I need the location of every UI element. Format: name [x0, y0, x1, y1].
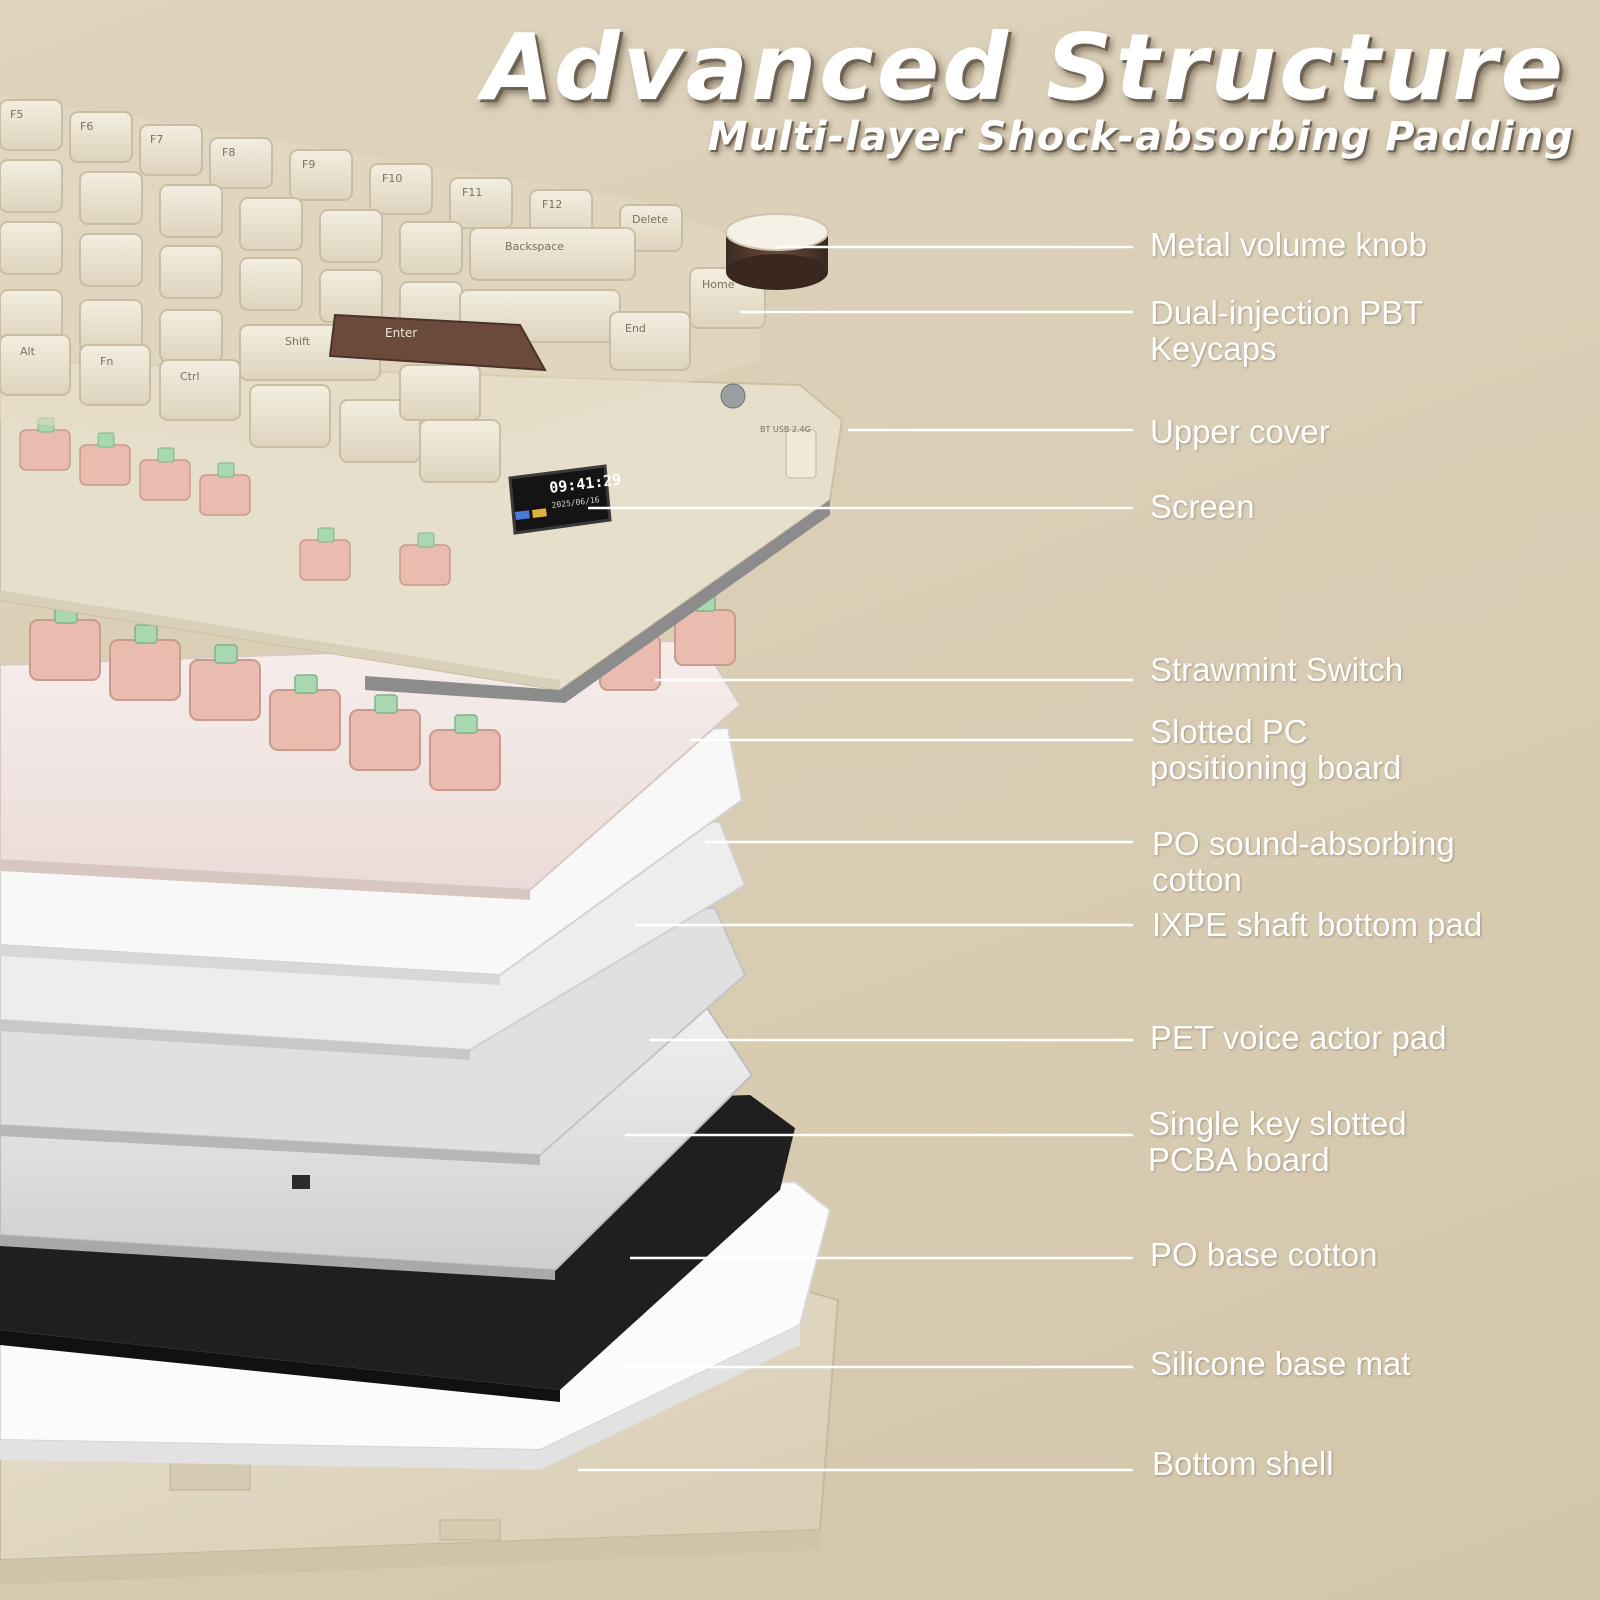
keycap-f8: F8 — [222, 146, 235, 159]
callout-silicone-mat: Silicone base mat — [1150, 1345, 1411, 1382]
keycap-backspace: Backspace — [505, 240, 564, 253]
keycap-f9: F9 — [302, 158, 315, 171]
keycap-shift: Shift — [285, 335, 311, 348]
keycap-f5: F5 — [10, 108, 23, 121]
leader-lines — [578, 245, 1133, 1472]
keycap-delete: Delete — [632, 213, 668, 226]
mode-switch-label: BT USB 2.4G — [760, 425, 811, 434]
keycap-home: Home — [702, 278, 735, 291]
keycap-enter: Enter — [385, 326, 417, 340]
keycap-f11: F11 — [462, 186, 482, 199]
callout-keycaps: Dual-injection PBT Keycaps — [1150, 294, 1424, 367]
callout-pc-board: Slotted PC positioning board — [1150, 713, 1402, 786]
callout-base-cotton: PO base cotton — [1150, 1236, 1378, 1273]
keycap-f7: F7 — [150, 133, 163, 146]
keycap-f12: F12 — [542, 198, 562, 211]
callout-ixpe-pad: IXPE shaft bottom pad — [1152, 906, 1483, 943]
callout-pcba: Single key slotted PCBA board — [1148, 1105, 1407, 1178]
keycap-alt: Alt — [20, 345, 36, 358]
callout-knob: Metal volume knob — [1150, 226, 1427, 263]
callout-pet-pad: PET voice actor pad — [1150, 1019, 1447, 1056]
keycap-end: End — [625, 322, 646, 335]
switch-layer — [29, 594, 736, 791]
volume-knob — [725, 213, 829, 290]
keycap-f6: F6 — [80, 120, 93, 133]
callout-bottom-shell: Bottom shell — [1152, 1445, 1334, 1482]
keycap-f10: F10 — [382, 172, 402, 185]
callout-switch: Strawmint Switch — [1150, 651, 1404, 688]
keycap-ctrl: Ctrl — [180, 370, 200, 383]
screen: 09:41:29 2025/06/16 — [508, 464, 622, 535]
callout-po-cotton: PO sound-absorbing cotton — [1152, 825, 1455, 898]
callout-upper-cover: Upper cover — [1150, 413, 1330, 450]
keycaps-layer: F5 F6 F7 F8 F9 F10 F11 F12 Delete Backsp… — [0, 95, 811, 483]
page-title: Advanced Structure — [482, 14, 1566, 121]
callout-screen: Screen — [1150, 488, 1255, 525]
page-subtitle: Multi-layer Shock-absorbing Padding — [707, 114, 1574, 160]
keycap-fn: Fn — [100, 355, 113, 368]
